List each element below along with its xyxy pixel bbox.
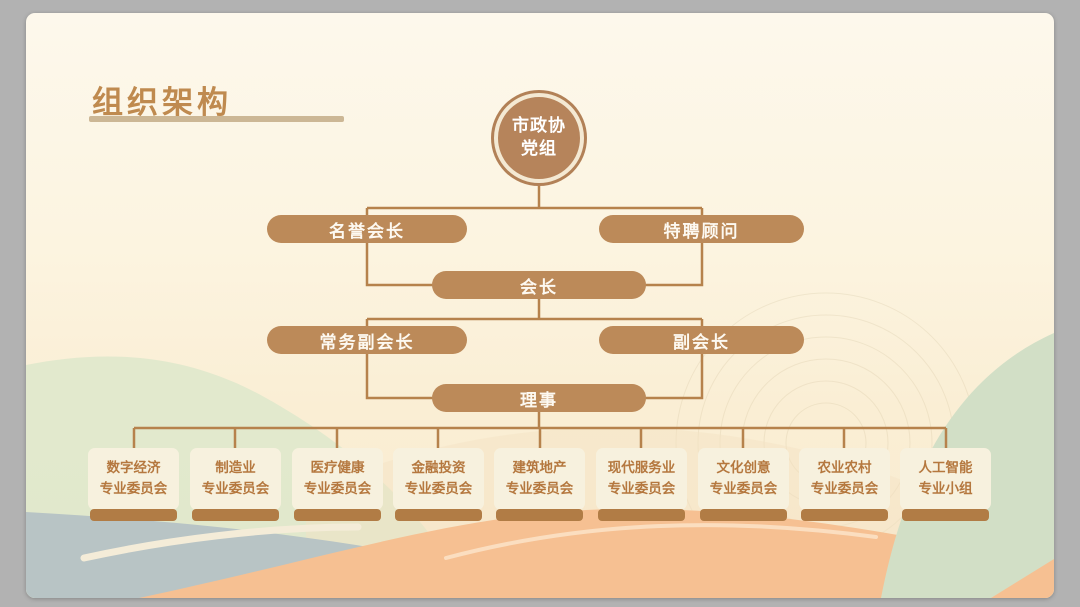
committee-label: 建筑地产 专业委员会 — [494, 448, 585, 510]
committee-base-bar — [598, 509, 685, 521]
node-president: 会长 — [432, 271, 646, 299]
title-underline — [89, 116, 344, 122]
committee-label: 数字经济 专业委员会 — [88, 448, 179, 510]
org-chart: 市政协 党组 名誉会长 特聘顾问 会长 常务副会长 副会长 理事 数字经济 专业… — [26, 13, 1054, 598]
committee-box-agriculture-rural: 农业农村 专业委员会 — [799, 448, 890, 521]
committee-box-finance-investment: 金融投资 专业委员会 — [393, 448, 484, 521]
node-vice-president: 副会长 — [599, 326, 804, 354]
presentation-slide: 组织架构 市政协 党组 名誉会长 特聘顾问 会长 常务副会长 副会长 理事 数字… — [26, 13, 1054, 598]
committee-box-healthcare: 医疗健康 专业委员会 — [292, 448, 383, 521]
node-party-group: 市政协 党组 — [494, 93, 584, 183]
committee-label: 金融投资 专业委员会 — [393, 448, 484, 510]
committee-base-bar — [395, 509, 482, 521]
committee-box-modern-services: 现代服务业 专业委员会 — [596, 448, 687, 521]
committee-box-manufacturing: 制造业 专业委员会 — [190, 448, 281, 521]
node-party-group-line1: 市政协 — [512, 116, 566, 137]
committee-box-construction-realestate: 建筑地产 专业委员会 — [494, 448, 585, 521]
committee-base-bar — [496, 509, 583, 521]
committee-base-bar — [902, 509, 989, 521]
committee-base-bar — [294, 509, 381, 521]
node-party-group-line2: 党组 — [521, 139, 557, 159]
node-special-advisor: 特聘顾问 — [599, 215, 804, 243]
committee-label: 文化创意 专业委员会 — [698, 448, 789, 510]
committee-label: 制造业 专业委员会 — [190, 448, 281, 510]
page-title: 组织架构 — [92, 85, 232, 121]
committee-base-bar — [90, 509, 177, 521]
committee-label: 人工智能 专业小组 — [900, 448, 991, 510]
committee-label: 农业农村 专业委员会 — [799, 448, 890, 510]
committee-box-digital-economy: 数字经济 专业委员会 — [88, 448, 179, 521]
node-executive-vice-president: 常务副会长 — [267, 326, 467, 354]
committee-label: 医疗健康 专业委员会 — [292, 448, 383, 510]
node-council: 理事 — [432, 384, 646, 412]
committee-box-artificial-intelligence: 人工智能 专业小组 — [900, 448, 991, 521]
committee-base-bar — [801, 509, 888, 521]
committee-label: 现代服务业 专业委员会 — [596, 448, 687, 510]
committee-base-bar — [700, 509, 787, 521]
committee-box-cultural-creativity: 文化创意 专业委员会 — [698, 448, 789, 521]
node-honorary-president: 名誉会长 — [267, 215, 467, 243]
org-chart-connectors — [132, 183, 948, 449]
committee-base-bar — [192, 509, 279, 521]
